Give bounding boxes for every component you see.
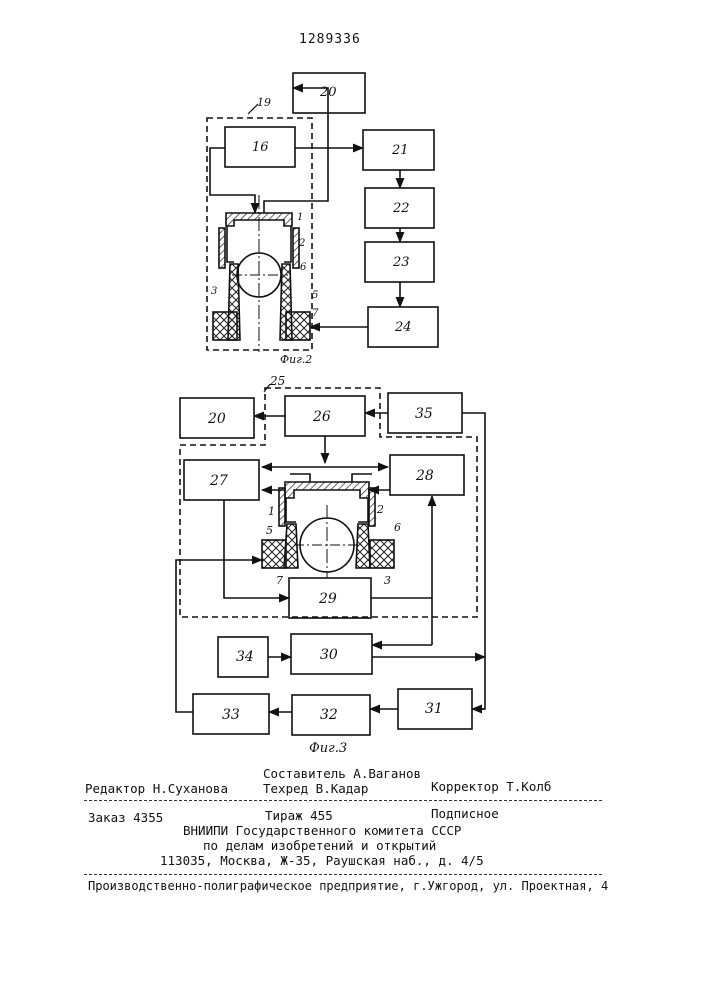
fig3-label-34: 34: [236, 649, 254, 665]
fig3-label-30: 30: [320, 647, 338, 663]
fig2-label-22: 22: [392, 201, 410, 216]
fig3-label-25: 25: [269, 374, 285, 388]
fig3-part-label-1: 1: [268, 505, 275, 518]
fig2-label-23: 23: [392, 255, 410, 270]
fig3-part-label-2: 2: [376, 503, 384, 516]
fig2-part-label-5: 5: [312, 290, 318, 301]
fig3-label-35: 35: [415, 406, 433, 422]
fig2-label-20: 20: [319, 85, 337, 100]
fig2-part-label-1: 1: [297, 212, 303, 223]
org-line-2: по делам изобретений и открытий: [203, 838, 436, 853]
fig2-part-label-3: 3: [211, 286, 217, 297]
order: Заказ 4355: [88, 810, 163, 825]
fig2-part-label-6: 6: [300, 262, 307, 273]
fig3-label-31: 31: [425, 701, 443, 717]
fig2-part-label-7: 7: [312, 308, 319, 319]
compiler: Составитель А.Ваганов: [263, 766, 421, 781]
corrector: Корректор Т.Колб: [431, 779, 551, 794]
fig3-part-label-5: 5: [266, 524, 273, 537]
fig3-part-label-7: 7: [276, 574, 283, 587]
fig3-label-28: 28: [415, 468, 434, 484]
footer-rule-top: [84, 800, 602, 801]
fig2-caption: Фиг.2: [280, 353, 312, 366]
fig3-label-26: 26: [312, 409, 331, 425]
fig3-part-label-6: 6: [394, 521, 401, 534]
fig2-label-21: 21: [391, 143, 409, 158]
footer-rule-bottom: [84, 874, 602, 875]
printer: Производственно-полиграфическое предприя…: [88, 879, 608, 893]
fig3-part-1: [285, 482, 369, 498]
fig3-part-label-3: 3: [384, 574, 391, 587]
techred: Техред В.Кадар: [263, 781, 368, 796]
fig3-part-6: [356, 524, 370, 568]
fig3-label-32: 32: [320, 707, 338, 723]
fig3-caption: Фиг.3: [309, 741, 347, 756]
fig3-label-29: 29: [318, 591, 337, 607]
fig2-label-19: 19: [257, 96, 271, 109]
fig2-part-label-2: 2: [298, 238, 305, 249]
figure-3: [176, 384, 485, 735]
org-line-1: ВНИИПИ Государственного комитета СССР: [183, 823, 461, 838]
circulation: Тираж 455: [265, 808, 333, 823]
subscription: Подписное: [431, 806, 499, 821]
fig3-labels: 25 20 26 35 27 28 29 34 30 31 32 33 1 2 …: [207, 374, 443, 756]
fig2-label-24: 24: [394, 320, 412, 335]
editor: Редактор Н.Суханова: [85, 781, 228, 796]
fig3-part-7: [262, 540, 286, 568]
fig3-label-27: 27: [209, 473, 228, 489]
fig3-label-20: 20: [207, 411, 226, 427]
fig3-label-33: 33: [222, 707, 240, 723]
fig2-part-5: [286, 312, 310, 340]
fig3-part-3: [370, 540, 394, 568]
address: 113035, Москва, Ж-35, Раушская наб., д. …: [160, 853, 484, 868]
fig2-label-16: 16: [252, 140, 269, 155]
